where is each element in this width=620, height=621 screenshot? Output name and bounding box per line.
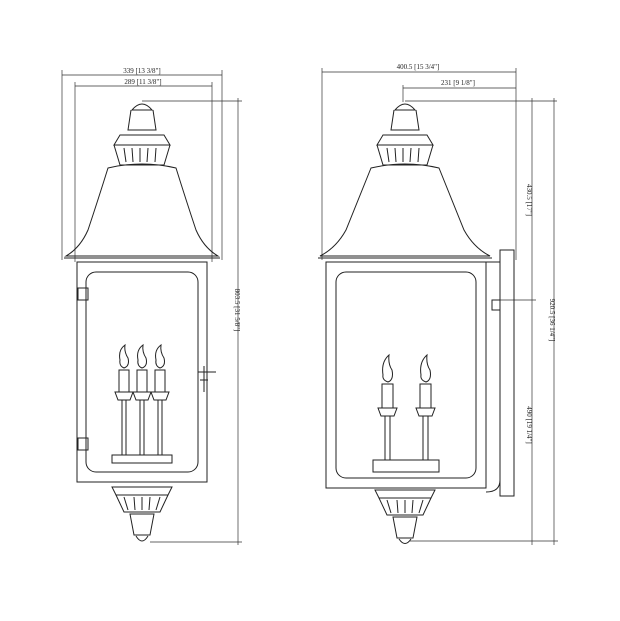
front-view: 339 [13 3/8"] 289 [11 3/8"] 803.5 [31 5/…: [61, 67, 242, 545]
side-top-to-mount-label: 430.5 [17"]: [525, 184, 533, 216]
front-dimension-lines: [61, 70, 242, 545]
side-mount-to-bottom-label: 490 [19 1/4"]: [525, 406, 533, 443]
front-lantern: [64, 103, 220, 542]
side-lantern: [318, 103, 515, 544]
side-overall-height-label: 920.5 [36 1/4"]: [548, 299, 556, 342]
side-overall-depth-label: 400.5 [15 3/4"]: [397, 63, 440, 71]
hinge-icon: [77, 437, 89, 451]
front-overall-height-label: 803.5 [31 5/8"]: [233, 289, 241, 332]
hinge-icon: [77, 287, 89, 301]
side-finial-to-wall-label: 231 [9 1/8"]: [441, 79, 475, 87]
side-candles: [372, 353, 440, 473]
candles: [111, 343, 173, 464]
side-view: 400.5 [15 3/4"] 231 [9 1/8"] 430.5 [17"]…: [318, 63, 558, 545]
front-body-width-label: 289 [11 3/8"]: [124, 78, 161, 86]
front-overall-width-label: 339 [13 3/8"]: [123, 67, 160, 75]
side-dimension-lines: [321, 68, 558, 545]
